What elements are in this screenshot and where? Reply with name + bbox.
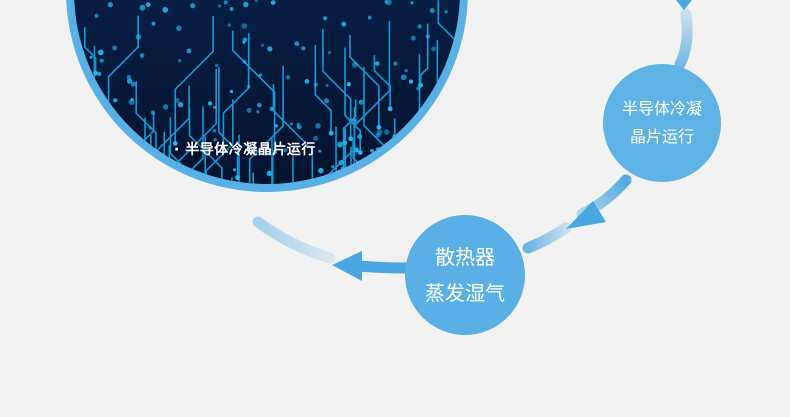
- step-node-radiator: 散热器 蒸发湿气: [405, 215, 525, 335]
- arrow-icon: [332, 251, 362, 281]
- arrow-icon: [676, 0, 692, 10]
- chip-caption: · 半导体冷凝晶片运行: [174, 142, 316, 158]
- step-line: 蒸发湿气: [425, 281, 505, 305]
- connector-arc-bottom: [354, 260, 412, 274]
- arrow-icon: [566, 201, 606, 229]
- step-line: 半导体冷凝: [621, 99, 702, 118]
- connector-arc-top: [674, 8, 693, 70]
- connector-arc-left: [252, 216, 336, 264]
- step-line: 晶片运行: [629, 127, 694, 146]
- step-line: 散热器: [435, 245, 495, 269]
- step-node-semiconductor: 半导体冷凝 晶片运行: [603, 64, 721, 182]
- connector-arc-middle: [522, 222, 572, 254]
